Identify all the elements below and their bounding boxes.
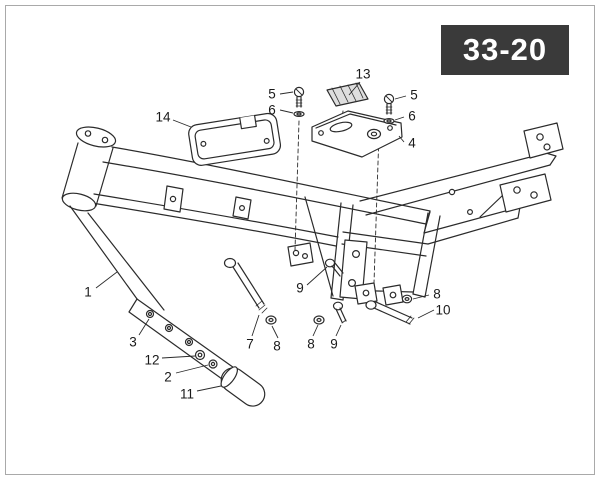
callout-leader-10 — [417, 309, 435, 319]
pad-13 — [326, 82, 369, 107]
callout-leader-3 — [138, 318, 150, 336]
callout-leader-9 — [335, 324, 342, 337]
callout-leader-9 — [306, 266, 328, 286]
callout-leader-11 — [196, 385, 222, 392]
callout-leader-4 — [398, 135, 405, 143]
spacer-11 — [220, 366, 266, 407]
tail-bracket-upper — [523, 122, 564, 159]
callout-leader-8 — [412, 294, 430, 300]
callout-leader-7 — [251, 314, 260, 337]
callout-leader-8 — [271, 325, 279, 339]
rear-subframe — [359, 152, 557, 245]
washer-12 — [194, 349, 206, 361]
washer-8-mid — [313, 315, 325, 325]
screw-5-left — [293, 86, 305, 108]
washer-8-front — [265, 315, 277, 325]
bolt-10 — [365, 300, 415, 325]
bolt-9-mid — [332, 301, 347, 324]
callout-leader-6 — [394, 116, 405, 121]
bracket-4 — [311, 110, 403, 158]
callout-leader-13 — [348, 81, 361, 96]
callout-leader-5 — [279, 91, 294, 95]
washer-6-left — [293, 110, 305, 117]
down-tube — [69, 205, 165, 318]
callout-leader-14 — [172, 119, 192, 128]
beam-tabs — [163, 185, 252, 220]
rear-mount-plates — [354, 282, 404, 306]
engine-mount-plate — [287, 242, 314, 267]
bolt-7 — [223, 257, 268, 314]
washer-6-right — [383, 117, 395, 124]
callout-leader-12 — [161, 355, 196, 359]
callout-leader-lines — [95, 81, 435, 392]
main-frame-beam — [91, 146, 431, 247]
cover-plate-14 — [188, 112, 282, 166]
callout-leader-5 — [394, 95, 407, 100]
callout-leader-2 — [175, 364, 209, 374]
screw-5-right — [383, 93, 395, 115]
callout-leader-1 — [95, 271, 118, 289]
head-tube — [61, 126, 117, 212]
washer-2 — [208, 359, 218, 369]
pivot-plate — [339, 239, 368, 300]
washer-8-rear — [401, 294, 413, 304]
callout-leader-6 — [279, 109, 294, 114]
bolt-9-upper — [324, 258, 344, 277]
tail-bracket-lower — [499, 173, 552, 213]
section-badge: 33-20 — [441, 25, 569, 75]
callout-leader-8 — [312, 324, 319, 337]
